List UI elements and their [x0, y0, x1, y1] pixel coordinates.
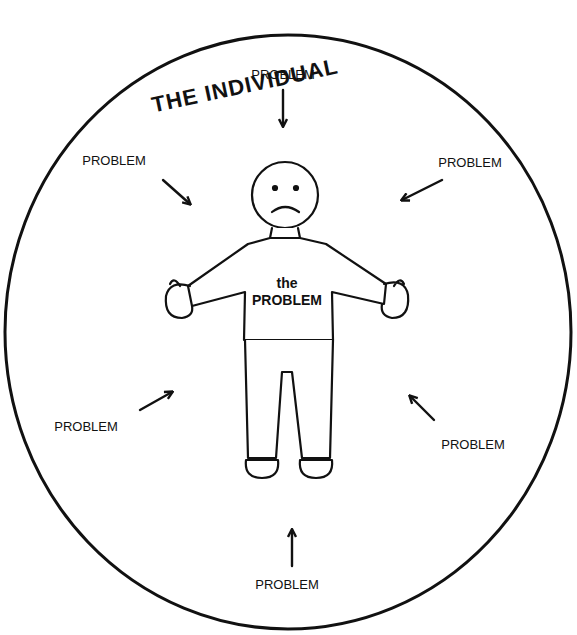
problem-label: PROBLEM — [251, 67, 315, 82]
label-wrap: PROBLEM — [255, 575, 319, 593]
stick-figure — [166, 162, 408, 478]
label-wrap: PROBLEM — [251, 65, 315, 83]
region-heading: THE INDIVIDUAL — [149, 54, 340, 119]
label-wrap: PROBLEM — [438, 153, 502, 171]
individual-region: THE INDIVIDUAL the PROBLEM — [4, 34, 572, 630]
problem-label: PROBLEM — [82, 153, 146, 168]
problem-label: PROBLEM — [54, 419, 118, 434]
problem-arrows — [140, 90, 442, 566]
heading-wrap: THE INDIVIDUAL — [149, 54, 340, 119]
shirt-text: the PROBLEM — [244, 275, 330, 310]
problem-label: PROBLEM — [255, 577, 319, 592]
label-wrap: PROBLEM — [54, 417, 118, 435]
problem-label: PROBLEM — [438, 155, 502, 170]
label-wrap: PROBLEM — [82, 151, 146, 169]
shirt-box: the PROBLEM — [244, 275, 330, 310]
individual-circle — [5, 35, 571, 629]
label-wrap: PROBLEM — [441, 435, 505, 453]
problem-label: PROBLEM — [441, 437, 505, 452]
